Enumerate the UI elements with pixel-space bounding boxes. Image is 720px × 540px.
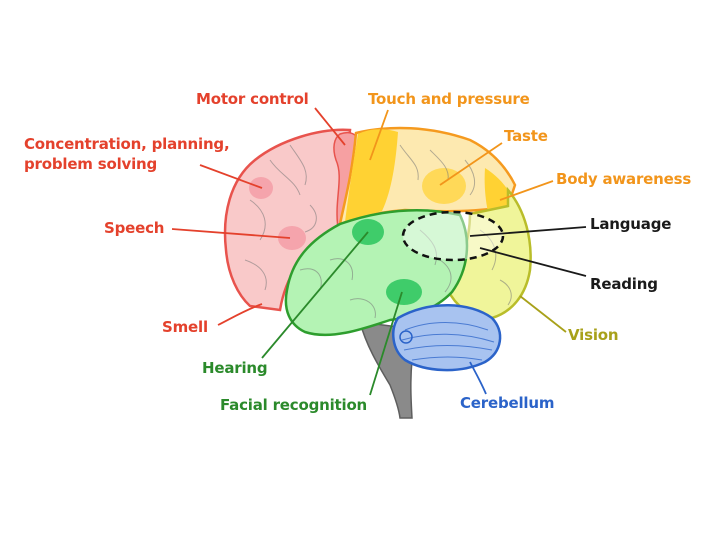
cerebellum-folds [401,322,495,361]
leader-lines [171,107,587,396]
motor-control-label: Motor control [196,90,309,108]
parietal-yellow-band [345,129,398,222]
touch-and-pressure-label: Touch and pressure [368,90,530,108]
vision-label: Vision [568,326,619,344]
facial-leader [369,291,403,396]
reading-label: Reading [590,275,658,293]
cerebellum-shape [392,304,502,372]
smell-leader [217,303,263,326]
concentration-leader [199,164,263,189]
concentration-label-line1: Concentration, planning, [24,135,230,153]
taste-leader [439,142,503,186]
body-leader [499,180,554,201]
touch-leader [369,109,389,161]
vision-leader [519,295,567,333]
speech-spot [278,226,306,250]
hearing-label: Hearing [202,359,268,377]
facial-recognition-spot [386,279,422,305]
hearing-leader [261,231,369,359]
facial-recognition-label: Facial recognition [220,396,368,414]
taste-spot [422,168,466,204]
cerebellum-marker [399,330,413,344]
cerebellum-label: Cerebellum [460,394,555,412]
concentration-label-line2: problem solving [24,155,158,173]
motor-leader [314,107,346,146]
cerebellum-leader [469,361,487,395]
reading-leader [479,247,587,277]
smell-label: Smell [162,318,208,336]
speech-label: Speech [104,219,165,237]
body-awareness-label: Body awareness [556,170,692,188]
speech-leader [171,228,291,239]
language-label: Language [590,215,672,233]
taste-label: Taste [504,127,548,145]
parietal-yellow-rear [484,168,514,212]
brain-gyri [244,144,512,319]
language-leader [469,226,587,237]
language-reading-area [401,210,505,262]
